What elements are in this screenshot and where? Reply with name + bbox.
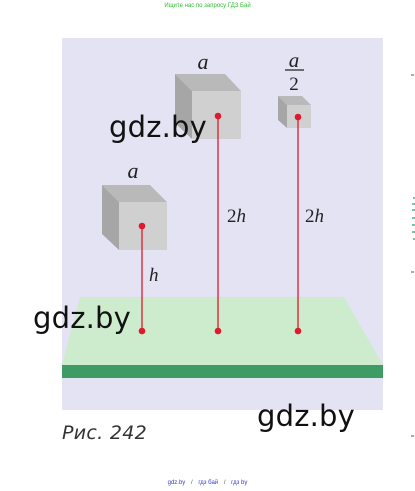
label-h: h [149, 265, 159, 286]
label-2h-mid-digit: 2 [227, 206, 237, 227]
label-2h-right-digit: 2 [305, 206, 315, 227]
center-dot-left-cube [138, 222, 146, 230]
cube-large-side-face [175, 74, 192, 139]
cube-large [175, 74, 241, 139]
label-2h-mid-h: h [237, 206, 247, 227]
edge-marks [411, 74, 415, 437]
label-a-large-cube: a [198, 49, 209, 74]
footer-link-gdz-by-ru[interactable]: гдз by [231, 480, 248, 486]
footer-separator: / [190, 480, 193, 486]
label-2h-mid: 2h [227, 206, 246, 227]
edge-fragment [412, 197, 415, 240]
floor-dot-left [138, 327, 146, 335]
footer-link-gdz-by[interactable]: gdz.by [167, 480, 186, 486]
floor-edge [62, 365, 383, 378]
cube-small [278, 96, 311, 128]
cube-left-side-face [102, 185, 119, 250]
cube-small-top-face [278, 96, 311, 105]
figure-panel: a a a 2 h 2h 2h [62, 38, 383, 410]
cube-small-side-face [278, 96, 287, 128]
watermark: gdz.by [33, 301, 132, 335]
cube-large-top-face [175, 74, 241, 91]
footer-link-gdz-bai[interactable]: гдз бай [198, 480, 219, 486]
watermark: gdz.by [257, 399, 356, 433]
figure-caption: Рис. 242 [62, 422, 147, 444]
search-hint-link[interactable]: Ищите нас по запросу ГДЗ Бай [164, 3, 251, 9]
center-dot-small-cube [294, 113, 302, 121]
cube-left [102, 185, 167, 250]
label-small-denominator: 2 [289, 74, 299, 95]
label-2h-right: 2h [305, 206, 324, 227]
center-dot-large-cube [214, 112, 222, 120]
label-a-left-cube: a [128, 158, 139, 183]
label-2h-right-h: h [315, 206, 325, 227]
watermark: gdz.by [109, 110, 208, 144]
label-a-small-numerator: a [289, 48, 300, 72]
figure-drawing: a a a 2 h 2h 2h [62, 38, 383, 410]
floor-dot-mid [214, 327, 222, 335]
footer-separator: / [223, 480, 226, 486]
cube-left-top-face [102, 185, 167, 202]
footer-links: gdz.by / гдз бай / гдз by [0, 480, 415, 486]
floor-dot-right [294, 327, 302, 335]
